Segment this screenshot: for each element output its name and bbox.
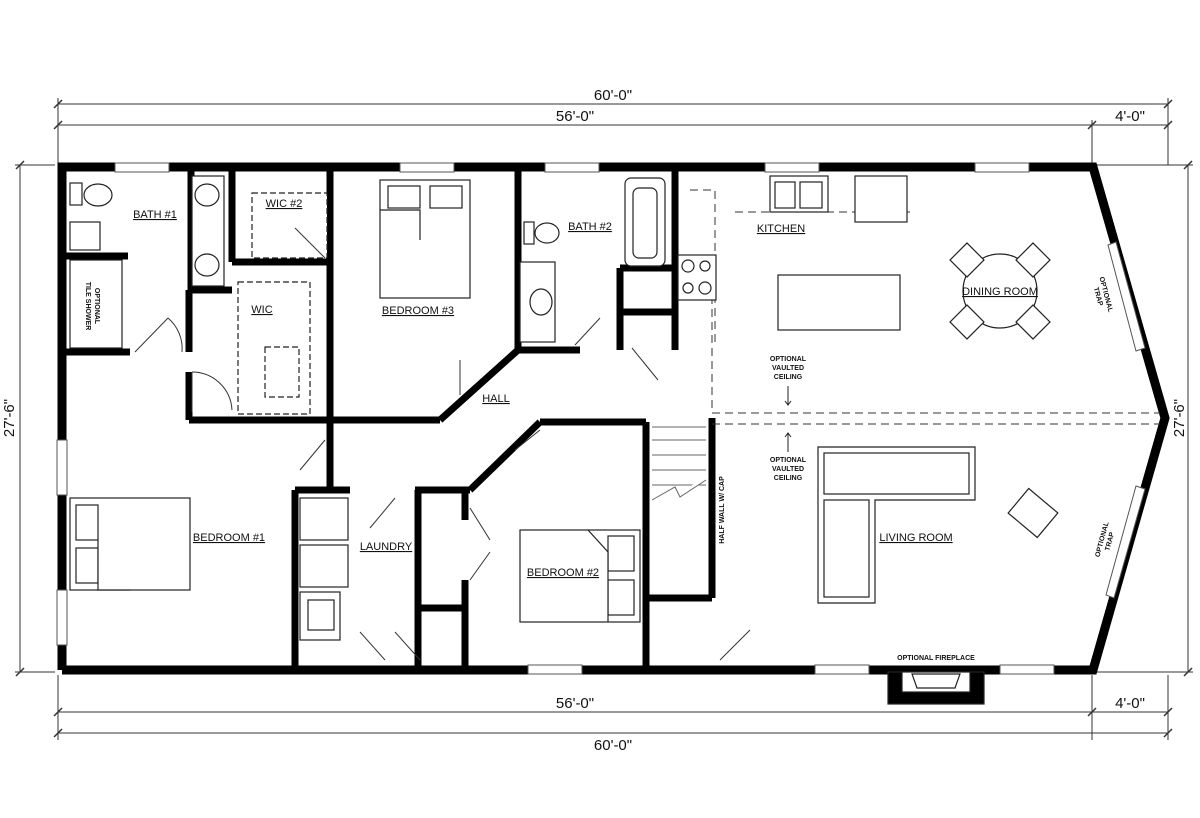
room-label-bath1: BATH #1 [133, 209, 177, 221]
tile-shower-note: OPTIONAL TILE SHOWER [84, 282, 100, 331]
svg-text:CEILING: CEILING [774, 475, 803, 482]
dim-bottom-overall: 60'-0" [594, 737, 632, 754]
dim-left-depth: 27'-6" [1, 399, 18, 437]
trap-note-bottom: OPTIONAL TRAP [1094, 521, 1116, 558]
doors [134, 227, 751, 661]
half-wall-note: HALF WALL W/ CAP [719, 476, 726, 544]
svg-text:TRAP: TRAP [1104, 531, 1116, 552]
windows [56, 162, 1055, 675]
svg-text:CEILING: CEILING [774, 374, 803, 381]
room-label-kitchen: KITCHEN [757, 223, 805, 235]
fixtures [69, 175, 1059, 705]
trap-note-top: OPTIONAL TRAP [1092, 276, 1114, 313]
dim-top-main: 56'-0" [556, 108, 594, 125]
svg-text:OPTIONAL: OPTIONAL [770, 457, 807, 464]
svg-text:VAULTED: VAULTED [772, 365, 804, 372]
interior-walls [62, 167, 716, 670]
room-label-bath2: BATH #2 [568, 221, 612, 233]
svg-text:OPTIONAL: OPTIONAL [770, 356, 807, 363]
room-label-dining: DINING ROOM [962, 286, 1038, 298]
dimension-lines [15, 98, 1193, 740]
dim-bottom-bay: 4'-0" [1115, 695, 1145, 712]
vaulted-ceiling-note-top: OPTIONAL VAULTED CEILING [770, 356, 807, 406]
svg-text:TRAP: TRAP [1092, 287, 1104, 308]
dim-top-overall: 60'-0" [594, 87, 632, 104]
svg-text:OPTIONAL: OPTIONAL [93, 288, 100, 325]
room-label-living: LIVING ROOM [879, 532, 952, 544]
svg-text:TILE SHOWER: TILE SHOWER [84, 282, 91, 331]
fireplace-note: OPTIONAL FIREPLACE [897, 655, 975, 662]
room-label-hall: HALL [482, 393, 510, 405]
svg-text:VAULTED: VAULTED [772, 466, 804, 473]
bay-trap-windows [1105, 241, 1146, 599]
room-label-bedroom3: BEDROOM #3 [382, 305, 454, 317]
dim-bottom-main: 56'-0" [556, 695, 594, 712]
dim-right-depth: 27'-6" [1171, 399, 1188, 437]
room-label-bedroom1: BEDROOM #1 [193, 532, 265, 544]
room-label-wic: WIC [251, 304, 272, 316]
room-label-bedroom2: BEDROOM #2 [527, 567, 599, 579]
room-label-laundry: LAUNDRY [360, 541, 413, 553]
dim-top-bay: 4'-0" [1115, 108, 1145, 125]
room-label-wic2: WIC #2 [266, 198, 303, 210]
vaulted-ceiling-note-bottom: OPTIONAL VAULTED CEILING [770, 432, 807, 482]
